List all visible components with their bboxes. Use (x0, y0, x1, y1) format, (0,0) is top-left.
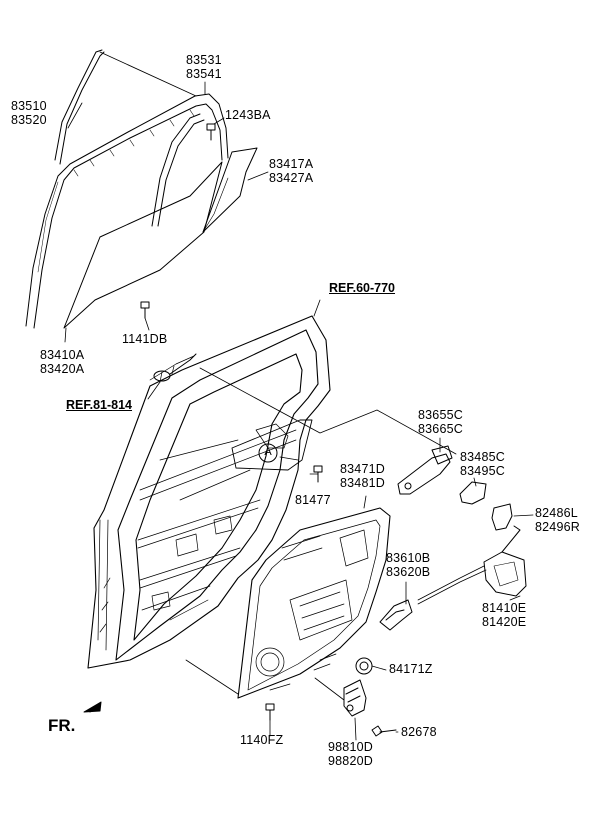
screw-1141db (140, 301, 150, 319)
part-label-1141db[interactable]: 1141DB (122, 332, 167, 346)
part-label-82678[interactable]: 82678 (401, 725, 437, 739)
part-number: 83481D (340, 476, 385, 490)
door-frame-details (97, 355, 313, 651)
part-label-1140fz[interactable]: 1140FZ (240, 733, 283, 747)
part-label-83655c[interactable]: 83655C 83665C (418, 408, 463, 436)
part-label-83471d[interactable]: 83471D 83481D (340, 462, 385, 490)
part-number: 1140FZ (240, 733, 284, 747)
door-module-details (255, 529, 369, 691)
part-number: 83427A (269, 171, 314, 185)
center-channel (151, 113, 205, 227)
part-number: 83655C (418, 408, 463, 422)
part-number: 98820D (328, 754, 373, 768)
part-number: 83531 (186, 53, 222, 67)
part-number: 83520 (11, 113, 47, 127)
part-number: 82678 (401, 725, 437, 739)
handle-cover (459, 481, 487, 505)
outer-strip (54, 49, 105, 165)
part-label-83610b[interactable]: 83610B 83620B (386, 551, 430, 579)
latch-assembly (417, 525, 527, 605)
part-label-83485c[interactable]: 83485C 83495C (460, 450, 505, 478)
part-label-83410a[interactable]: 83410A 83420A (40, 348, 84, 376)
part-number: 83417A (269, 157, 314, 171)
part-number: 83420A (40, 362, 85, 376)
window-motor (343, 679, 367, 717)
part-label-81410e[interactable]: 81410E 81420E (482, 601, 526, 629)
part-number: 83495C (460, 464, 505, 478)
screw-1140fz (265, 703, 275, 721)
actuator-clip (491, 503, 513, 531)
part-label-83417a[interactable]: 83417A 83427A (269, 157, 313, 185)
callout-letter-a: A (264, 446, 272, 458)
part-number: 81410E (482, 601, 527, 615)
quarter-glass (202, 147, 258, 233)
part-number: 83620B (386, 565, 431, 579)
part-number: 98810D (328, 740, 373, 754)
part-label-81477[interactable]: 81477 (295, 493, 331, 507)
front-marker-label: FR. (48, 716, 76, 735)
door-glass (63, 161, 223, 329)
part-number: 81420E (482, 615, 527, 629)
leader-lines (64, 51, 534, 741)
part-number: 83510 (11, 99, 47, 113)
part-label-84171z[interactable]: 84171Z (389, 662, 433, 676)
part-number: 1243BA (225, 108, 271, 122)
part-number: 82496R (535, 520, 580, 534)
part-number: 83485C (460, 450, 505, 464)
ref-label-60-770[interactable]: REF.60-770 (329, 281, 396, 295)
speaker-gasket (355, 657, 373, 675)
part-number: 82486L (535, 506, 578, 520)
part-label-82486l[interactable]: 82486L 82496R (535, 506, 580, 534)
part-label-83531[interactable]: 83531 83541 (186, 53, 222, 81)
part-label-83510[interactable]: 83510 83520 (11, 99, 47, 127)
callout-circle-a (258, 443, 278, 463)
part-number: 84171Z (389, 662, 433, 676)
handle-bracket (397, 445, 453, 495)
part-number: 1141DB (122, 332, 168, 346)
ref-81-814-part (153, 353, 197, 382)
part-number: 83471D (340, 462, 385, 476)
part-number: 83541 (186, 67, 222, 81)
front-direction-arrow (83, 701, 102, 713)
part-number: 83410A (40, 348, 85, 362)
part-number: 83610B (386, 551, 431, 565)
part-label-98810d[interactable]: 98810D 98820D (328, 740, 373, 768)
part-label-1243ba[interactable]: 1243BA (225, 108, 271, 122)
ref-label-81-814[interactable]: REF.81-814 (66, 398, 133, 412)
screw-82678 (371, 725, 397, 737)
screw-1243ba (206, 123, 216, 141)
door-module-panel (237, 507, 391, 699)
glass-run-channel (25, 93, 229, 329)
inside-handle (379, 599, 413, 631)
part-number: 83665C (418, 422, 463, 436)
part-number: 81477 (295, 493, 331, 507)
